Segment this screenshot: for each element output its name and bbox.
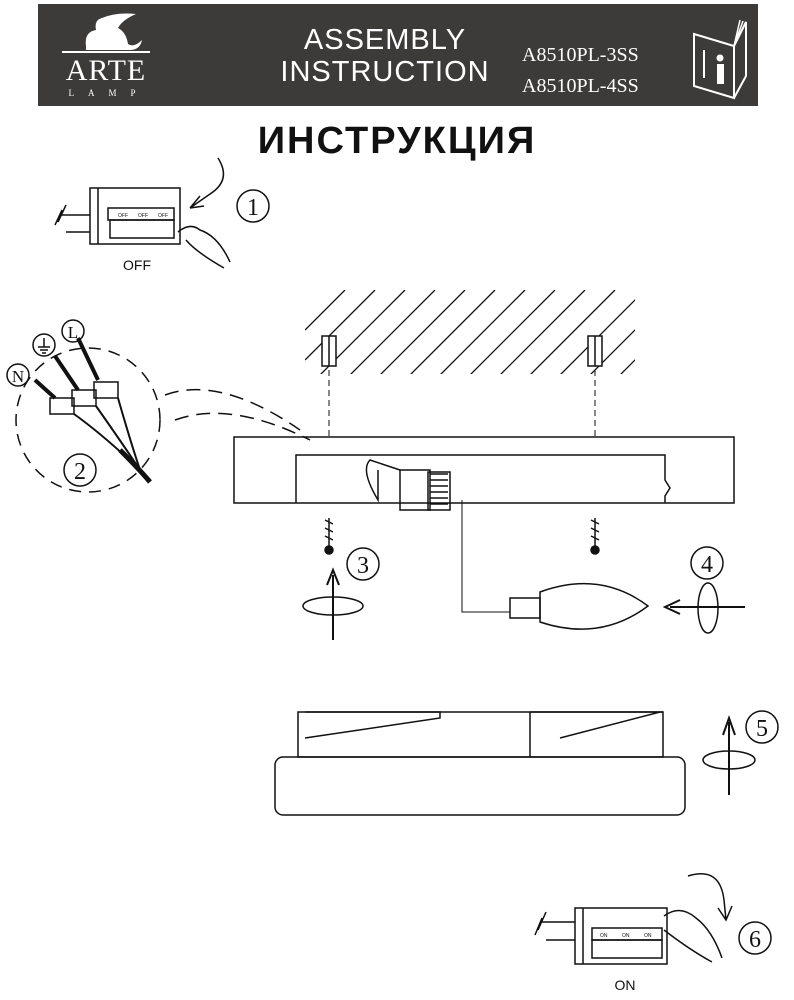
lamp-base [233, 436, 735, 613]
step1-switch-off: OFF OFF OFF 1 OFF [54, 157, 270, 273]
hand-icon [177, 225, 231, 269]
wire-label-live: L [68, 323, 78, 342]
brand-logo: ARTE LAMP [56, 10, 156, 102]
switch-label: ON [600, 933, 608, 939]
step4-bulb: 4 [509, 546, 745, 634]
curved-arrow-icon [687, 873, 733, 922]
step2-wiring: N L 2 [6, 319, 311, 493]
header-title-line1: ASSEMBLY [303, 24, 467, 56]
wire-label-neutral: N [12, 367, 24, 386]
ceiling-hatch [305, 290, 635, 440]
switch-label: ON [644, 933, 652, 939]
step-number: 3 [357, 553, 369, 579]
up-arrow-icon [722, 714, 736, 795]
rotate-icon [702, 750, 756, 770]
switch-label: OFF [158, 213, 168, 219]
winged-lion-icon [62, 13, 150, 53]
model-number: A8510PL-4SS [522, 75, 639, 97]
header-title-line2: INSTRUCTION [280, 56, 490, 88]
step-number: 4 [701, 552, 713, 578]
step5-shade: 5 [274, 710, 779, 816]
instruction-book-icon [693, 19, 747, 100]
switch-label: OFF [118, 213, 128, 219]
rotate-icon [302, 596, 364, 616]
switch-label: OFF [138, 213, 148, 219]
model-list: A8510PL-3SS A8510PL-4SS [522, 40, 639, 102]
brand-name: ARTE [65, 54, 147, 87]
model-number: A8510PL-3SS [522, 44, 639, 66]
rotate-icon [697, 582, 719, 634]
step-number: 2 [74, 459, 86, 485]
brand-subtitle: LAMP [68, 88, 150, 98]
step-number: 5 [756, 716, 768, 742]
step-caption: OFF [123, 257, 151, 273]
step3-screws: 3 [302, 518, 600, 640]
step6-switch-on: ON ON ON 6 ON [534, 873, 772, 993]
left-arrow-icon [662, 599, 745, 615]
header-title: ASSEMBLY INSTRUCTION [260, 24, 510, 88]
curved-arrow-icon [189, 157, 225, 209]
step-number: 6 [749, 927, 761, 953]
step-number: 1 [247, 195, 259, 221]
up-arrow-icon [326, 567, 340, 640]
document-title: ИНСТРУКЦИЯ [257, 120, 537, 162]
header-banner: ARTE LAMP ASSEMBLY INSTRUCTION A8510PL-3… [38, 4, 758, 106]
step-caption: ON [615, 977, 636, 993]
switch-label: ON [622, 933, 630, 939]
ground-icon [38, 338, 50, 354]
hand-icon [663, 909, 723, 963]
